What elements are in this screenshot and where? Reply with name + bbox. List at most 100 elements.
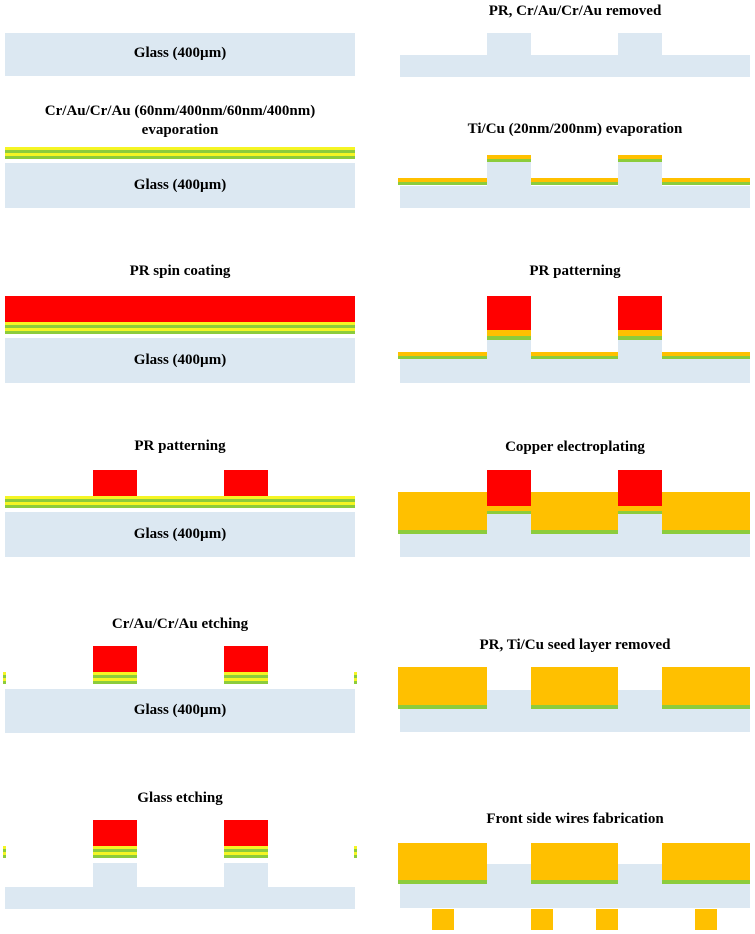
ti-seed-12-2	[662, 880, 750, 884]
cu-seed-9-top-a	[487, 330, 531, 336]
glass-label-step-1: Glass (400µm)	[133, 45, 227, 61]
copper-10c	[662, 492, 750, 530]
glass-substrate-9	[400, 359, 750, 383]
metal-stack-5b-au-bottom	[224, 678, 268, 681]
glass-pillar-6b	[224, 863, 268, 888]
glass-pillar-8b	[618, 162, 662, 187]
photoresist-6a	[93, 820, 137, 846]
front-side-wire-3	[695, 909, 717, 930]
cu-seed-9-bottom-0	[398, 352, 487, 356]
metal-stack-5b-cr-top	[224, 675, 268, 678]
glass-pillar-10b	[618, 514, 662, 534]
metal-edge-5r-cr-top	[354, 675, 357, 678]
metal-stack-3-cr-top	[5, 325, 355, 328]
cu-seed-10-top-b	[618, 506, 662, 511]
metal-stack-6a-cr-top	[93, 849, 137, 852]
photoresist-5b	[224, 646, 268, 672]
step-caption-pr-patterning-left: PR patterning	[134, 438, 226, 454]
metal-stack-5b-cr-bottom	[224, 681, 268, 684]
glass-label-step-3: Glass (400µm)	[133, 352, 227, 368]
metal-edge-6r-au-top	[354, 846, 357, 849]
glass-pillar-8a	[487, 162, 531, 187]
copper-10a	[398, 492, 487, 530]
metal-edge-5r-cr-bottom	[354, 681, 357, 684]
glass-pillar-9a	[487, 340, 531, 359]
ti-seed-8-bottom-2	[662, 182, 750, 185]
metal-stack-6b-cr-bottom	[224, 855, 268, 858]
photoresist-3	[5, 296, 355, 322]
ti-seed-10-top-b	[618, 511, 662, 514]
glass-substrate-3	[5, 338, 355, 383]
metal-stack-6b-au-bottom	[224, 852, 268, 855]
metal-edge-6r-au-bottom	[354, 852, 357, 855]
step-caption-pr-patterning-right: PR patterning	[529, 263, 621, 279]
cu-seed-9-bottom-1	[531, 352, 618, 356]
step-caption-pr-spin-coating: PR spin coating	[129, 263, 231, 279]
copper-11c	[662, 667, 750, 705]
glass-substrate-10	[400, 534, 750, 557]
step-caption-metal-evaporation: Cr/Au/Cr/Au (60nm/400nm/60nm/400nm)evapo…	[44, 103, 316, 138]
ti-seed-10-bottom-2	[662, 530, 750, 534]
metal-stack-4-au-top	[5, 496, 355, 499]
ti-seed-11-0	[398, 705, 487, 709]
photoresist-9b	[618, 296, 662, 330]
metal-edge-5l-cr-bottom	[3, 681, 6, 684]
copper-11b	[531, 667, 618, 705]
front-side-wire-2	[596, 909, 618, 930]
metal-stack-2-cr-top	[5, 150, 355, 153]
photoresist-6b	[224, 820, 268, 846]
glass-substrate-1	[5, 33, 355, 76]
metal-edge-6l-au-top	[3, 846, 6, 849]
metal-edge-6l-cr-top	[3, 849, 6, 852]
ti-seed-8-top-a	[487, 159, 531, 162]
metal-stack-3-cr-bottom	[5, 331, 355, 334]
glass-substrate-5	[5, 689, 355, 733]
metal-stack-4-au-bottom	[5, 502, 355, 505]
metal-stack-5b-au-top	[224, 672, 268, 675]
cu-seed-8-bottom-0	[398, 178, 487, 182]
metal-stack-6a-au-bottom	[93, 852, 137, 855]
glass-label-step-2: Glass (400µm)	[133, 177, 227, 193]
ti-seed-9-top-a	[487, 336, 531, 340]
step-caption-ti-cu-evaporation: Ti/Cu (20nm/200nm) evaporation	[467, 121, 683, 137]
metal-stack-5a-cr-bottom	[93, 681, 137, 684]
cu-seed-9-top-b	[618, 330, 662, 336]
metal-stack-2-cr-bottom	[5, 156, 355, 159]
ti-seed-9-bottom-0	[398, 356, 487, 359]
copper-12b	[531, 843, 618, 880]
ti-seed-12-0	[398, 880, 487, 884]
cu-seed-8-top-a	[487, 155, 531, 159]
metal-edge-6l-au-bottom	[3, 852, 6, 855]
glass-substrate-11	[400, 709, 750, 732]
glass-pillar-11a	[487, 690, 531, 710]
ti-seed-9-bottom-2	[662, 356, 750, 359]
photoresist-10b	[618, 470, 662, 506]
metal-stack-2-au-top	[5, 147, 355, 150]
metal-stack-4-cr-top	[5, 499, 355, 502]
glass-pillar-6a	[93, 863, 137, 888]
ti-seed-10-top-a	[487, 511, 531, 514]
metal-stack-3-au-bottom	[5, 328, 355, 331]
metal-edge-6l-cr-bottom	[3, 855, 6, 858]
glass-pillar-10a	[487, 514, 531, 534]
step-caption-front-side-wires: Front side wires fabrication	[486, 811, 664, 827]
step-caption-seed-layer-removed: PR, Ti/Cu seed layer removed	[479, 637, 671, 653]
metal-stack-5a-cr-top	[93, 675, 137, 678]
ti-seed-12-1	[531, 880, 618, 884]
cu-seed-8-bottom-2	[662, 178, 750, 182]
cu-seed-9-bottom-2	[662, 352, 750, 356]
photoresist-4a	[93, 470, 137, 496]
metal-stack-6b-au-top	[224, 846, 268, 849]
metal-edge-5r-au-top	[354, 672, 357, 675]
front-side-wire-1	[531, 909, 553, 930]
ti-seed-8-top-b	[618, 159, 662, 162]
step-caption-metal-etching: Cr/Au/Cr/Au etching	[111, 616, 249, 632]
metal-stack-2-au-bottom	[5, 153, 355, 156]
metal-stack-5a-au-top	[93, 672, 137, 675]
glass-pillar-12b	[618, 864, 662, 884]
copper-11a	[398, 667, 487, 705]
ti-seed-11-2	[662, 705, 750, 709]
glass-pillar-11b	[618, 690, 662, 710]
